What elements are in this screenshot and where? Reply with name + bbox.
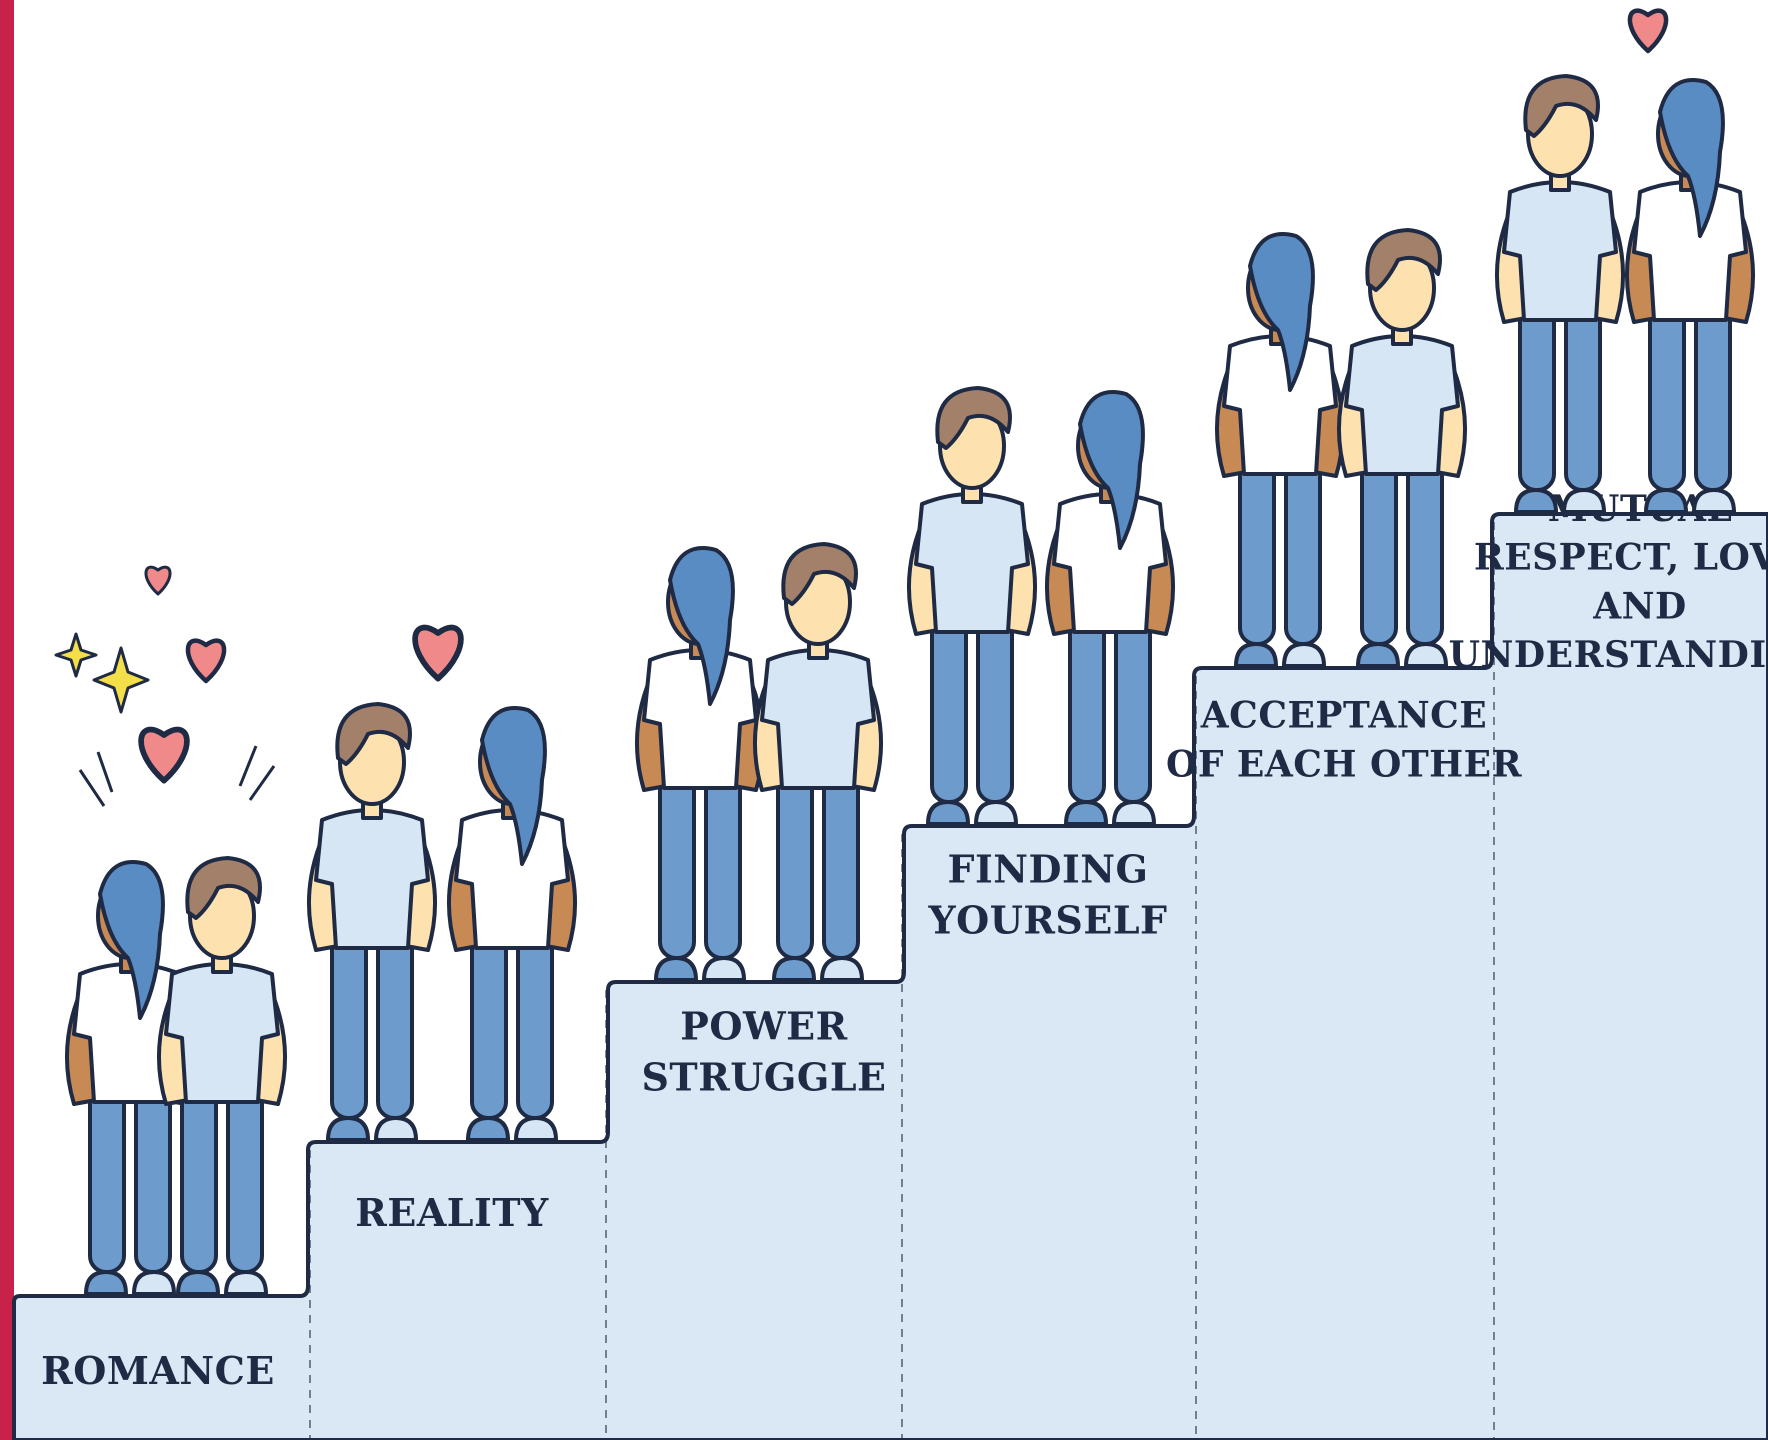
figure-romance-b xyxy=(156,856,288,1296)
figure-power-struggle-a xyxy=(634,546,766,982)
step-label-romance: ROMANCE xyxy=(41,1348,275,1393)
motion-line xyxy=(78,769,106,807)
motion-line xyxy=(96,751,114,793)
heart-icon xyxy=(1627,8,1669,54)
figure-reality-a xyxy=(306,702,438,1142)
figure-mutual-respect-a xyxy=(1494,74,1626,514)
figure-finding-yourself-a xyxy=(906,386,1038,826)
figure-finding-yourself-b xyxy=(1044,390,1176,826)
motion-line xyxy=(238,745,258,787)
heart-icon xyxy=(412,624,464,682)
figure-acceptance-a xyxy=(1214,232,1346,668)
figures xyxy=(64,74,1756,1296)
figure-power-struggle-b xyxy=(752,542,884,982)
staircase xyxy=(12,512,1768,1440)
left-border xyxy=(0,0,14,1440)
step-label-reality: REALITY xyxy=(355,1190,549,1235)
decorations xyxy=(54,8,1669,807)
sparkle-icon xyxy=(54,632,98,678)
heart-icon xyxy=(185,638,227,684)
motion-line xyxy=(248,765,276,801)
heart-icon xyxy=(138,726,190,784)
heart-icon xyxy=(144,565,172,596)
figure-mutual-respect-b xyxy=(1624,78,1756,514)
figure-acceptance-b xyxy=(1336,228,1468,668)
figure-reality-b xyxy=(446,706,578,1142)
sparkle-icon xyxy=(92,646,150,714)
